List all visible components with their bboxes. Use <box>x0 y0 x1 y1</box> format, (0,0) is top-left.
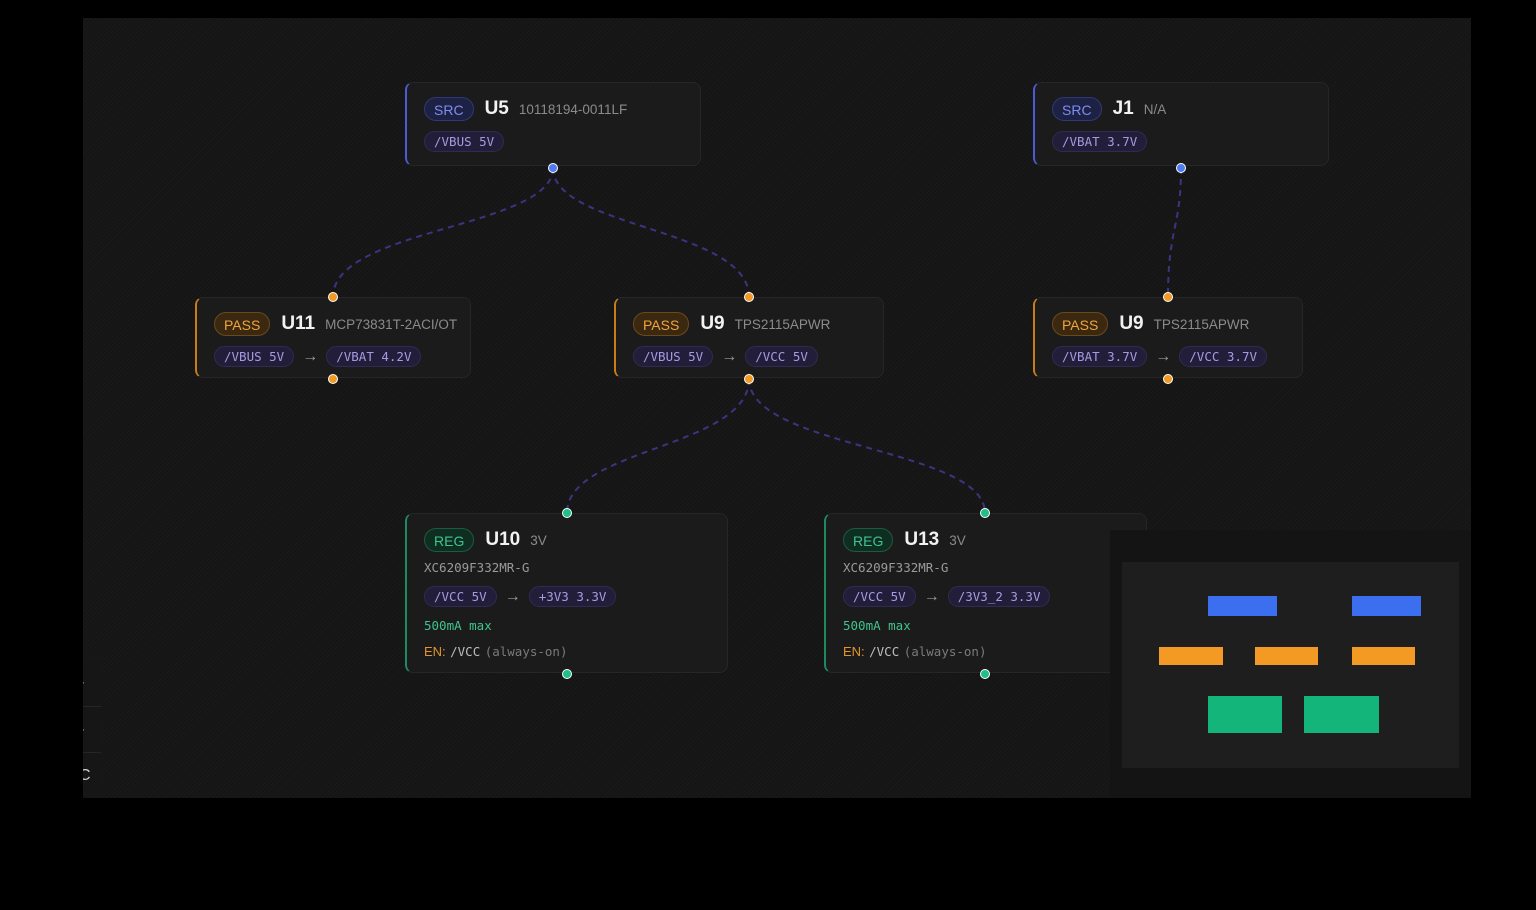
enable-label: EN: <box>843 644 865 659</box>
node-type-badge: SRC <box>424 97 474 121</box>
zoom-controls: - - C <box>83 660 101 798</box>
node-u11[interactable]: PASS U11 MCP73831T-2ACI/OT /VBUS 5V → /V… <box>195 297 471 378</box>
node-part-number: N/A <box>1143 101 1167 117</box>
input-port[interactable] <box>562 508 572 518</box>
node-type-badge: PASS <box>214 312 271 336</box>
flow-arrow: → <box>302 347 319 365</box>
node-part-number: TPS2115APWR <box>734 316 831 332</box>
max-current: 500mA max <box>843 618 911 633</box>
node-u9-vbus[interactable]: PASS U9 TPS2115APWR /VBUS 5V → /VCC 5V <box>614 297 884 378</box>
node-ref: U13 <box>904 529 940 550</box>
zoom-out-button[interactable]: - <box>83 706 101 753</box>
node-ref: J1 <box>1112 98 1134 119</box>
net-out-pill: /VBUS 5V <box>424 131 505 152</box>
edge-j1-u9b <box>1167 167 1182 298</box>
node-u10[interactable]: REG U10 3V XC6209F332MR-G /VCC 5V → +3V3… <box>405 513 728 673</box>
node-type-badge: PASS <box>1052 312 1109 336</box>
node-ref: U9 <box>700 313 725 334</box>
input-port[interactable] <box>328 292 338 302</box>
minimap-viewport <box>1122 562 1459 768</box>
node-type-badge: REG <box>843 528 894 552</box>
flow-arrow: → <box>923 587 940 605</box>
edge-u5-u9a <box>552 167 750 298</box>
node-u13[interactable]: REG U13 3V XC6209F332MR-G /VCC 5V → /3V3… <box>824 513 1147 673</box>
edge-u9a-u10 <box>566 378 750 514</box>
net-out-pill: /VCC 5V <box>745 346 818 367</box>
connection-edges <box>332 167 1182 514</box>
flow-arrow: → <box>1155 347 1172 365</box>
input-port[interactable] <box>744 292 754 302</box>
net-out-pill: /VBAT 3.7V <box>1052 131 1148 152</box>
input-port[interactable] <box>1163 292 1173 302</box>
node-j1[interactable]: SRC J1 N/A /VBAT 3.7V <box>1033 82 1329 166</box>
input-port[interactable] <box>980 508 990 518</box>
net-in-pill: /VBAT 3.7V <box>1052 346 1148 367</box>
node-part-number: XC6209F332MR-G <box>843 560 949 575</box>
node-part-number: TPS2115APWR <box>1153 316 1250 332</box>
node-u5[interactable]: SRC U5 10118194-0011LF /VBUS 5V <box>405 82 701 166</box>
minimap-node-u11 <box>1159 647 1223 665</box>
node-ref: U11 <box>281 313 316 334</box>
node-part-number: 10118194-0011LF <box>518 101 628 117</box>
minimap-node-u9-vbat <box>1352 647 1415 665</box>
net-in-pill: /VCC 5V <box>843 586 916 607</box>
net-in-pill: /VBUS 5V <box>633 346 714 367</box>
output-port[interactable] <box>548 163 558 173</box>
node-part-number: XC6209F332MR-G <box>424 560 530 575</box>
output-port[interactable] <box>1176 163 1186 173</box>
node-u9-vbat[interactable]: PASS U9 TPS2115APWR /VBAT 3.7V → /VCC 3.… <box>1033 297 1303 378</box>
node-voltage: 3V <box>949 532 966 548</box>
node-type-badge: PASS <box>633 312 690 336</box>
output-port[interactable] <box>980 669 990 679</box>
net-out-pill: +3V3 3.3V <box>528 586 617 607</box>
output-port[interactable] <box>744 374 754 384</box>
net-in-pill: /VCC 5V <box>424 586 497 607</box>
output-port[interactable] <box>1163 374 1173 384</box>
minimap[interactable] <box>1110 530 1471 798</box>
net-out-pill: /VBAT 4.2V <box>326 346 422 367</box>
zoom-in-button[interactable]: - <box>83 660 101 706</box>
fit-view-button[interactable]: C <box>83 752 101 798</box>
node-ref: U5 <box>484 98 509 119</box>
output-port[interactable] <box>328 374 338 384</box>
enable-net: /VCC <box>450 644 481 659</box>
diagram-canvas[interactable]: SRC U5 10118194-0011LF /VBUS 5V SRC J1 N… <box>83 18 1471 798</box>
node-ref: U10 <box>485 529 521 550</box>
enable-note: (always-on) <box>484 644 568 659</box>
net-in-pill: /VBUS 5V <box>214 346 295 367</box>
enable-label: EN: <box>424 644 446 659</box>
node-part-number: MCP73831T-2ACI/OT <box>325 316 458 332</box>
edge-u5-u11 <box>332 167 554 298</box>
node-voltage: 3V <box>530 532 547 548</box>
node-type-badge: REG <box>424 528 475 552</box>
flow-arrow: → <box>721 347 738 365</box>
enable-net: /VCC <box>869 644 900 659</box>
node-type-badge: SRC <box>1052 97 1102 121</box>
minimap-node-u10 <box>1208 696 1282 733</box>
enable-note: (always-on) <box>903 644 987 659</box>
minimap-node-u9-vbus <box>1255 647 1318 665</box>
minimap-node-u13 <box>1304 696 1379 733</box>
edge-u9a-u13 <box>748 378 986 514</box>
node-ref: U9 <box>1119 313 1144 334</box>
output-port[interactable] <box>562 669 572 679</box>
net-out-pill: /VCC 3.7V <box>1179 346 1267 367</box>
net-out-pill: /3V3_2 3.3V <box>947 586 1051 607</box>
flow-arrow: → <box>504 587 521 605</box>
minimap-node-u5 <box>1208 596 1277 616</box>
max-current: 500mA max <box>424 618 492 633</box>
minimap-node-j1 <box>1352 596 1421 616</box>
